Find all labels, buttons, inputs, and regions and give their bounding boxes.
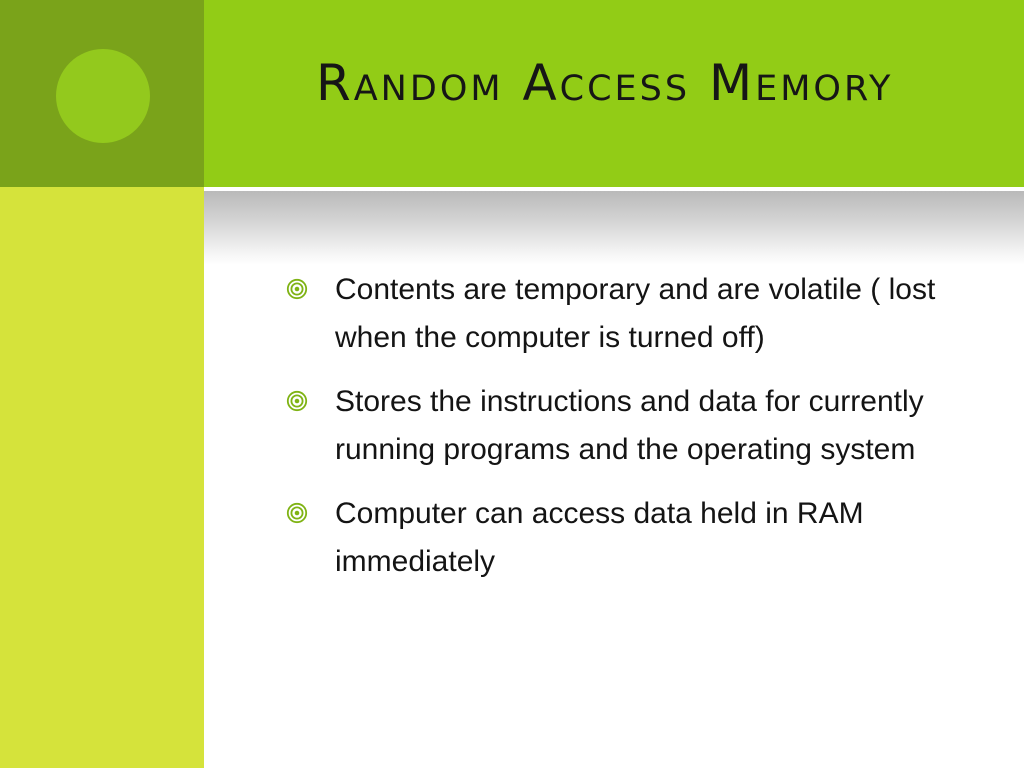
corner-block: [0, 0, 204, 187]
shadow-band: [204, 191, 1024, 265]
slide-title: Random Access Memory: [316, 54, 894, 112]
bullet-text: Contents are temporary and are volatile …: [335, 273, 936, 354]
bullet-text: Computer can access data held in RAM imm…: [335, 497, 864, 578]
bullet-item: Stores the instructions and data for cur…: [283, 378, 973, 474]
bullet-item: Contents are temporary and are volatile …: [283, 266, 973, 362]
bullet-list: Contents are temporary and are volatile …: [283, 266, 973, 602]
decorative-circle: [56, 49, 150, 143]
title-divider: [204, 187, 1024, 191]
left-accent-strip: [0, 187, 204, 768]
bullet-item: Computer can access data held in RAM imm…: [283, 490, 973, 586]
target-bullet-icon: [286, 278, 308, 300]
target-bullet-icon: [286, 502, 308, 524]
target-bullet-icon: [286, 390, 308, 412]
title-band: [204, 0, 1024, 187]
bullet-text: Stores the instructions and data for cur…: [335, 385, 924, 466]
